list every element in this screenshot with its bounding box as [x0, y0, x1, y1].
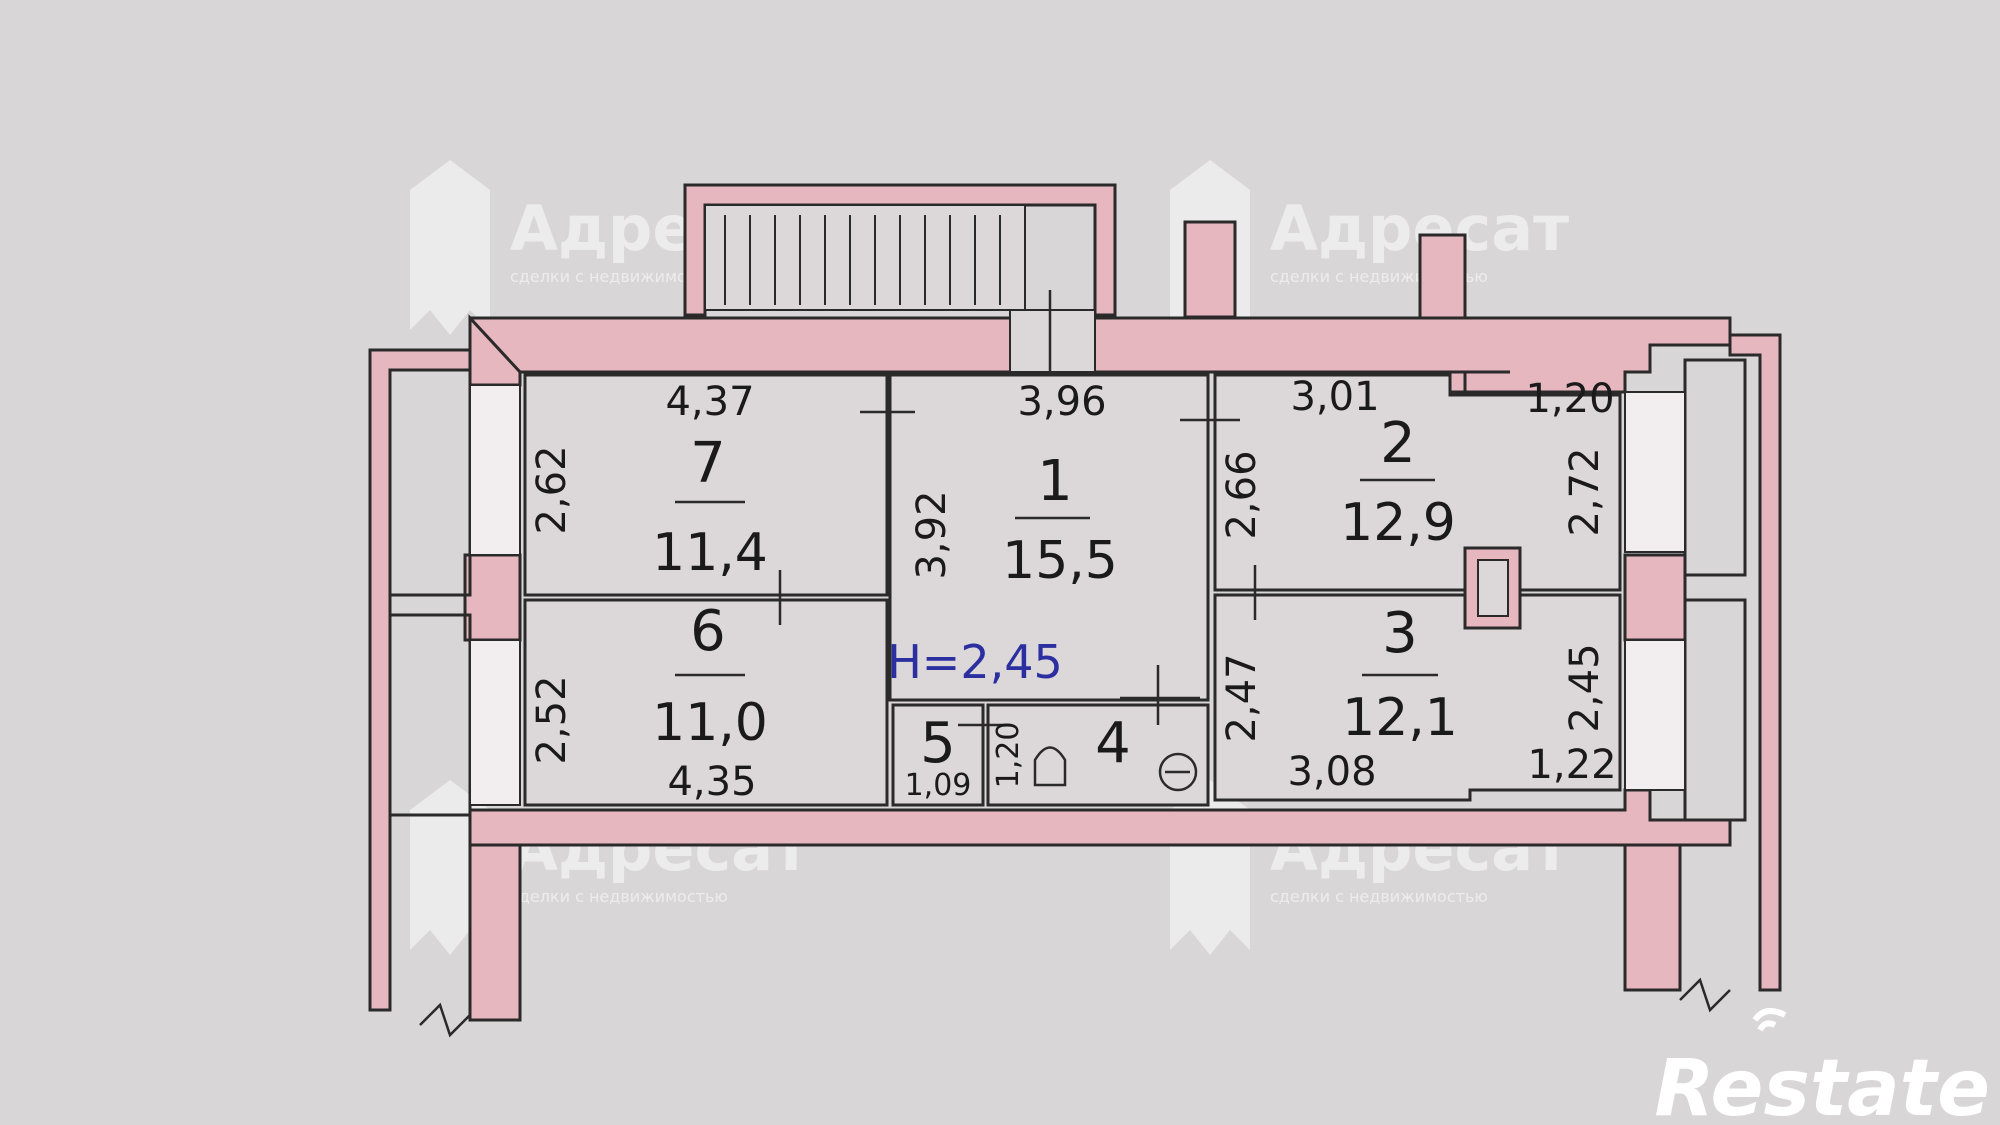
watermark-tagline: сделки с недвижимостью [1270, 887, 1488, 906]
room-7-labels: 4,37 2,62 7 11,4 [529, 379, 768, 583]
watermark-top-left: Адресат сделки с недвижимостью [410, 160, 809, 335]
room-1-depth: 3,92 [909, 490, 955, 579]
chimney [1183, 220, 1237, 319]
room-5-number: 5 [920, 711, 956, 776]
window-room-2 [1624, 391, 1686, 553]
room-2-area: 12,9 [1340, 493, 1456, 553]
room-6-depth: 2,52 [529, 675, 575, 764]
room-7-depth: 2,62 [529, 445, 575, 534]
room-2-width: 3,01 [1290, 374, 1379, 420]
window-room-3 [1624, 639, 1686, 791]
watermark-tagline: сделки с недвижимостью [510, 267, 728, 286]
window-room-7 [469, 384, 521, 556]
room-3-number: 3 [1382, 601, 1418, 666]
staircase-steps [724, 215, 1001, 305]
room-3-width: 3,08 [1287, 749, 1376, 795]
outer-wall-right [1728, 333, 1782, 992]
room-2-depth-right: 2,72 [1562, 447, 1608, 536]
room-5-width: 1,09 [905, 768, 972, 803]
door-marks [778, 410, 1257, 727]
windows [469, 384, 1686, 806]
room-1-width: 3,96 [1017, 379, 1106, 425]
room-6-labels: 6 11,0 2,52 4,35 [529, 599, 768, 805]
room-5-labels: 5 1,09 [905, 711, 972, 803]
sink-icon [1158, 752, 1198, 792]
room-4-depth: 1,20 [991, 722, 1026, 789]
staircase-landing [1009, 309, 1096, 373]
right-pier [1623, 553, 1687, 642]
room-7-number: 7 [690, 431, 726, 496]
toilet-icon [1033, 746, 1067, 787]
room-2-niche: 1,20 [1525, 376, 1614, 422]
brand-signal-icon [1752, 1008, 1787, 1032]
building-walls [368, 183, 1782, 1022]
room-5 [891, 703, 985, 807]
room-2-number: 2 [1380, 411, 1416, 476]
room-6-number: 6 [690, 599, 726, 664]
room-3-depth-right: 2,45 [1562, 643, 1608, 732]
brand-logo: Restate [1654, 1008, 1990, 1125]
vent-shaft-inner [1477, 559, 1509, 617]
outer-wall-bottom [468, 788, 1732, 847]
room-3-labels: 3 12,1 2,47 2,45 3,08 1,22 [1219, 601, 1617, 795]
room-4-number: 4 [1095, 711, 1131, 776]
room-1-number: 1 [1037, 449, 1073, 514]
room-7 [523, 373, 889, 597]
room-6-width: 4,35 [667, 759, 756, 805]
left-pier [463, 553, 522, 642]
right-lower-wall [1623, 843, 1682, 992]
room-3 [1213, 593, 1622, 802]
room-7-width: 4,37 [665, 379, 754, 425]
room-6-area: 11,0 [652, 693, 768, 753]
brand-name: Restate [1654, 1044, 1990, 1125]
watermark-tagline: сделки с недвижимостью [510, 887, 728, 906]
left-lower-wall [468, 843, 522, 1022]
room-3-depth: 2,47 [1219, 653, 1265, 742]
watermark-house-icon [410, 160, 490, 335]
room-2-labels: 3,01 1,20 2,66 2,72 2 12,9 [1219, 374, 1615, 553]
room-6 [523, 598, 889, 807]
fixtures [1033, 746, 1198, 792]
room-1 [888, 373, 1210, 702]
staircase [704, 204, 1096, 373]
break-marks [419, 977, 1731, 1038]
room-2 [1213, 373, 1622, 592]
room-7-area: 11,4 [652, 523, 768, 583]
ceiling-height: H=2,45 [887, 635, 1063, 689]
room-1-area: 15,5 [1002, 531, 1118, 591]
room-4-labels: 1,20 4 [991, 711, 1131, 788]
outer-wall-top [468, 316, 1732, 394]
window-room-6 [469, 639, 521, 806]
rooms [523, 373, 1622, 807]
room-1-labels: 3,96 3,92 1 15,5 H=2,45 [887, 379, 1118, 689]
room-3-niche: 1,22 [1527, 742, 1616, 788]
room-2-depth: 2,66 [1219, 450, 1265, 539]
staircase-wall [683, 183, 1117, 317]
room-3-area: 12,1 [1342, 688, 1458, 748]
